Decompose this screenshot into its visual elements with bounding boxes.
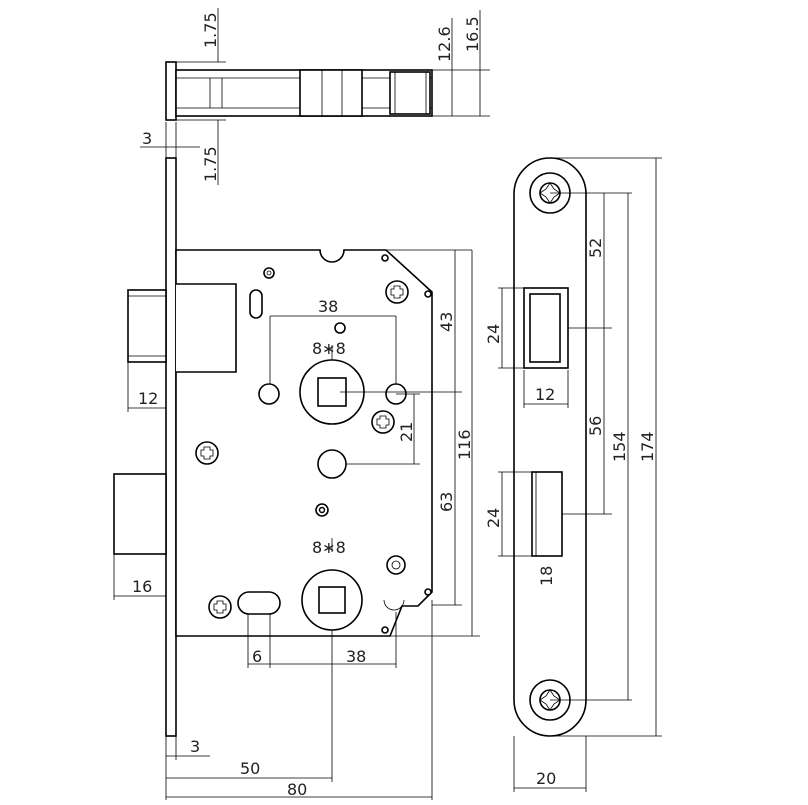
dim-spindle-lower-square: 8∗8 bbox=[312, 538, 346, 557]
cylinder-hole bbox=[317, 449, 347, 479]
dim-bottom-spacing: 38 bbox=[346, 647, 366, 666]
top-cylinder-boss bbox=[389, 71, 431, 115]
dim-plate-top-to-latch: 52 bbox=[586, 238, 605, 258]
dim-overall-depth: 80 bbox=[287, 780, 307, 799]
side-bolt bbox=[113, 473, 167, 555]
dim-top-flange-lower: 1.75 bbox=[201, 146, 220, 182]
side-slot-upper bbox=[249, 289, 263, 319]
dim-top-height-large: 16.5 bbox=[463, 16, 482, 52]
dim-plate-latch-width: 12 bbox=[535, 385, 555, 404]
screw-icon bbox=[371, 410, 395, 434]
dim-plate-latch-height: 24 bbox=[484, 324, 503, 344]
dim-top-to-spindle: 43 bbox=[437, 312, 456, 332]
dim-latch-projection: 12 bbox=[138, 389, 158, 408]
dim-spindle-upper-square: 8∗8 bbox=[312, 339, 346, 358]
dim-top-face-thickness: 3 bbox=[142, 129, 152, 148]
dim-plate-width: 20 bbox=[536, 769, 556, 788]
lower-spindle-square bbox=[318, 586, 346, 614]
screw-icon bbox=[195, 441, 219, 465]
side-view: 38 8∗8 8∗8 21 43 63 116 12 16 6 38 3 50 … bbox=[113, 157, 480, 800]
dim-top-height-small: 12.6 bbox=[435, 26, 454, 62]
dim-top-flange-upper: 1.75 bbox=[201, 12, 220, 48]
side-slot-lower bbox=[237, 591, 281, 615]
dim-face-thickness-bottom: 3 bbox=[190, 737, 200, 756]
side-latch bbox=[127, 289, 167, 363]
dim-case-height: 116 bbox=[455, 429, 474, 460]
dim-plate-bolt-width: 18 bbox=[537, 566, 556, 586]
faceplate-bolt-opening bbox=[531, 471, 563, 557]
top-view: 1.75 1.75 3 12.6 16.5 bbox=[140, 8, 490, 185]
top-face-plate bbox=[165, 61, 177, 121]
dim-backset: 50 bbox=[240, 759, 260, 778]
screw-icon bbox=[208, 595, 232, 619]
faceplate-view: 24 12 24 18 52 56 154 174 20 bbox=[484, 157, 662, 792]
dim-slot-width: 6 bbox=[252, 647, 262, 666]
side-case bbox=[175, 249, 433, 637]
side-latch-housing bbox=[176, 283, 237, 373]
dim-plate-latch-to-bolt: 56 bbox=[586, 416, 605, 436]
dim-spindle-spacing: 38 bbox=[318, 297, 338, 316]
screw-icon bbox=[385, 280, 409, 304]
top-spindle-boss bbox=[299, 69, 363, 117]
dim-plate-length: 174 bbox=[638, 431, 657, 462]
side-face-plate bbox=[165, 157, 177, 737]
dim-spindle-to-hole: 21 bbox=[397, 422, 416, 442]
dim-plate-screw-spacing: 154 bbox=[610, 431, 629, 462]
dim-bolt-projection: 16 bbox=[132, 577, 152, 596]
dim-spindle-to-cylinder: 63 bbox=[437, 492, 456, 512]
faceplate-outline bbox=[513, 157, 587, 737]
dim-plate-bolt-height: 24 bbox=[484, 508, 503, 528]
